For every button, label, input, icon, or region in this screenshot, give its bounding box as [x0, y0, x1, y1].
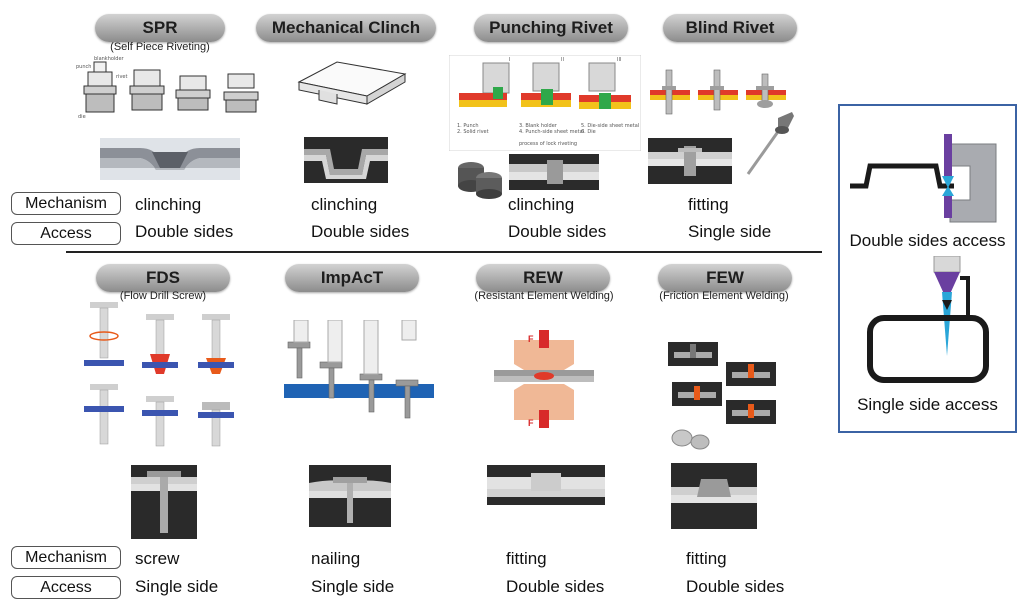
mechanical-clinch-mechanism-value: clinching — [311, 195, 378, 214]
punching-rivet-legend-3: 3. Blank holder — [519, 123, 558, 129]
fds-mechanism-value: screw — [135, 549, 180, 568]
few-title: FEW — [658, 264, 792, 292]
spr-mechanism-value: clinching — [135, 195, 202, 214]
few-stage-2 — [726, 362, 776, 386]
blind-rivet-title: Blind Rivet — [663, 14, 797, 42]
punching-rivet-stage-2 — [521, 62, 571, 107]
rew-access-value: Double sides — [506, 577, 605, 596]
bottom-access-label: Access — [11, 576, 121, 599]
double-sides-access-caption: Double sides access — [849, 231, 1006, 250]
fds-stage-5 — [142, 396, 178, 447]
impact-access-value: Single side — [311, 577, 395, 596]
single-side-access-illustration — [867, 256, 989, 383]
impact-mechanism-value: nailing — [311, 549, 361, 568]
punching-rivet-legend-6: 6. Die — [581, 129, 596, 135]
spr-stage-2 — [129, 69, 165, 111]
rew-title: REW — [476, 264, 610, 292]
punching-rivet-stage-3 — [579, 62, 631, 109]
rew-force-label-top: F — [528, 334, 534, 344]
spr-label-punch: punch — [76, 64, 91, 70]
punching-rivet-legend-5: 5. Die-side sheet metal — [581, 123, 639, 129]
fds-stage-4 — [84, 384, 124, 445]
blind-rivet-stage-3 — [746, 73, 786, 108]
punching-rivet-stage-label-2: II — [561, 57, 564, 63]
punching-rivet-mechanism-value: clinching — [508, 195, 575, 214]
single-side-access-caption: Single side access — [857, 395, 998, 414]
double-sides-access-illustration — [850, 134, 997, 223]
blind-rivet-stage-1 — [650, 69, 690, 115]
fds-title: FDS — [96, 264, 230, 292]
fds-cross-section-photo — [131, 465, 197, 539]
few-parts-photo — [671, 429, 710, 450]
fds-access-value: Single side — [135, 577, 219, 596]
blind-rivet-mechanism-value: fitting — [688, 195, 729, 214]
top-access-label: Access — [11, 222, 121, 245]
spr-subtitle: (Self Piece Riveting) — [110, 41, 210, 53]
fds-stage-1 — [84, 302, 124, 366]
blind-rivet-stage-2 — [698, 69, 738, 111]
blind-rivet-cross-section-photo — [648, 138, 732, 184]
rew-process-illustration: F F — [494, 330, 594, 428]
few-access-value: Double sides — [686, 577, 785, 596]
spr-stage-4 — [223, 73, 259, 113]
punching-rivet-access-value: Double sides — [508, 222, 607, 241]
blind-rivet-part-photo — [746, 112, 794, 175]
rew-force-label-bottom: F — [528, 418, 534, 428]
punching-rivet-stage-1 — [459, 62, 510, 107]
spr-access-value: Double sides — [135, 222, 234, 241]
few-cross-section-photo — [671, 463, 757, 529]
fds-process-illustration — [84, 302, 234, 447]
punching-rivet-legend-1: 1. Punch — [457, 123, 479, 129]
top-mechanism-label: Mechanism — [11, 192, 121, 215]
punching-rivet-stage-label-3: III — [617, 57, 621, 63]
fds-stage-3 — [198, 314, 234, 374]
punching-rivet-title: Punching Rivet — [474, 14, 628, 42]
spr-process-illustration: blankholder punch rivet die — [76, 56, 259, 120]
impact-title: ImpAcT — [285, 264, 419, 292]
punching-rivet-cross-section-photo — [509, 154, 599, 190]
impact-process-illustration — [284, 320, 434, 419]
spr-stage-1 — [83, 61, 117, 113]
few-stage-1 — [668, 342, 718, 366]
few-mechanism-value: fitting — [686, 549, 727, 568]
few-process-illustration — [668, 342, 776, 450]
few-subtitle: (Friction Element Welding) — [659, 290, 789, 302]
blind-rivet-access-value: Single side — [688, 222, 772, 241]
mechanical-clinch-cross-section-photo — [304, 137, 388, 183]
bottom-mechanism-label: Mechanism — [11, 546, 121, 569]
impact-cross-section-photo — [309, 465, 391, 527]
spr-label-rivet: rivet — [116, 74, 127, 80]
fds-subtitle: (Flow Drill Screw) — [119, 290, 207, 302]
punching-rivet-legend-2: 2. Solid rivet — [457, 129, 489, 135]
spr-cross-section-photo — [100, 138, 240, 180]
spr-stage-3 — [175, 75, 211, 111]
rew-subtitle: (Resistant Element Welding) — [474, 290, 614, 302]
blind-rivet-process-illustration — [650, 69, 786, 115]
punching-rivet-parts-photo — [458, 162, 502, 199]
punching-rivet-stage-label-1: I — [509, 57, 510, 63]
rew-cross-section-photo — [487, 465, 605, 505]
fds-stage-2 — [142, 314, 178, 374]
punching-rivet-caption: process of lock riveting — [519, 141, 577, 147]
fds-stage-6 — [198, 402, 234, 447]
rew-mechanism-value: fitting — [506, 549, 547, 568]
spr-label-blankholder: blankholder — [94, 56, 125, 62]
row-divider — [66, 251, 822, 253]
impact-nail-4 — [395, 379, 419, 419]
mechanical-clinch-access-value: Double sides — [311, 222, 410, 241]
impact-nail-1 — [287, 341, 311, 379]
few-stage-4 — [726, 400, 776, 424]
mechanical-clinch-title: Mechanical Clinch — [256, 14, 436, 42]
access-comparison-panel: Double sides access Single side access — [838, 104, 1017, 433]
few-stage-3 — [672, 382, 722, 406]
punching-rivet-legend-4: 4. Punch-side sheet metal — [519, 129, 584, 135]
mechanical-clinch-illustration — [297, 61, 407, 105]
punching-rivet-process-illustration: I II III 1. Punch 2. Solid rivet 3. Blan… — [449, 55, 641, 151]
spr-title: SPR — [95, 14, 225, 42]
spr-label-die: die — [78, 114, 86, 120]
